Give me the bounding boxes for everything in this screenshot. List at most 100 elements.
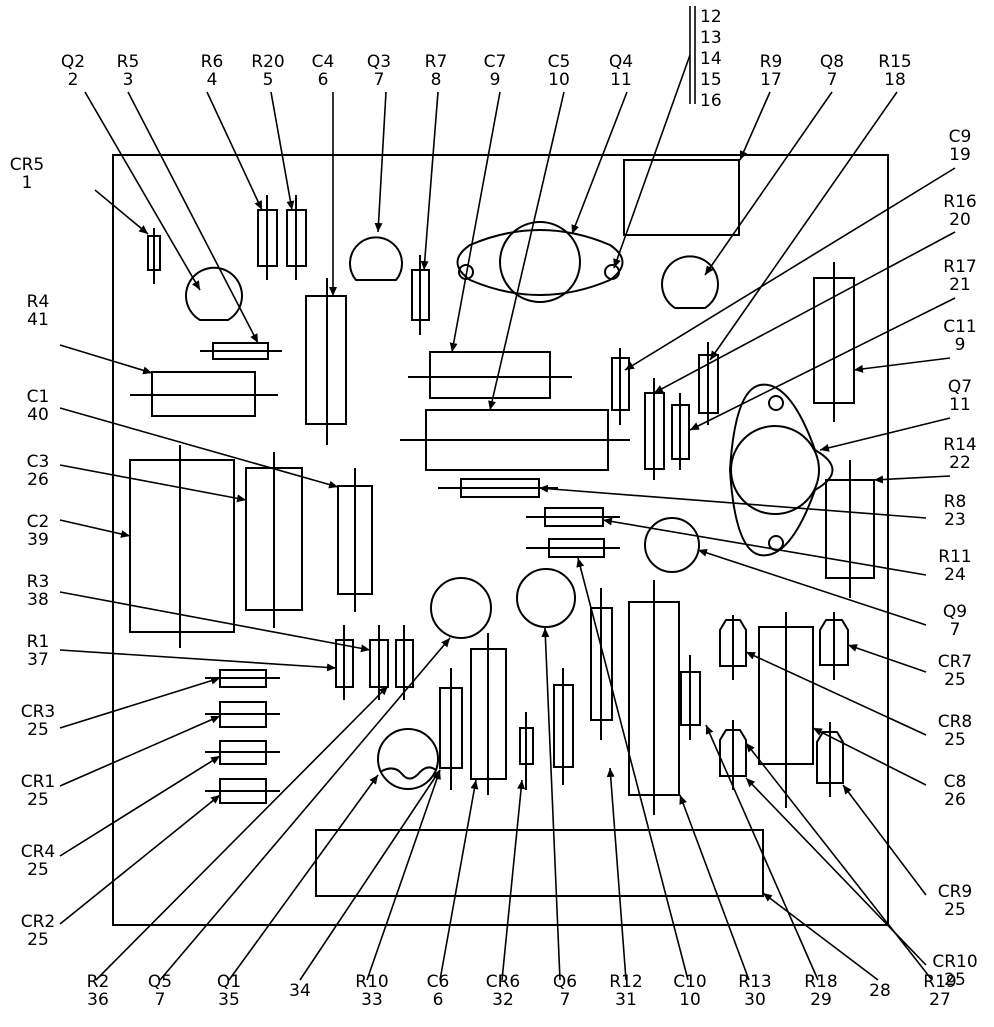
callout-ref-r20: R20: [251, 52, 284, 72]
callout-num-c8: 26: [944, 790, 966, 810]
callout-ref-q9: Q9: [943, 602, 967, 622]
callout-ref-r4: R4: [27, 292, 50, 312]
callout-ref-c2: C2: [27, 512, 50, 532]
q8-transistor: [661, 255, 719, 309]
r4-resistor: [130, 371, 278, 417]
callout-ref-r16: R16: [943, 192, 976, 212]
leader-r18: [705, 724, 819, 981]
leader-hardware-stack: [613, 54, 691, 269]
q1-transistor: [377, 728, 439, 790]
q2-transistor: [185, 266, 243, 321]
leader-q6: [541, 627, 561, 981]
leader-r4: [59, 344, 153, 375]
part-28-bar: [315, 829, 764, 897]
callout-ref-r6: R6: [201, 52, 224, 72]
leader-q8: [704, 91, 833, 276]
leader-q4: [571, 91, 628, 235]
callout-num-c1: 40: [27, 405, 49, 425]
cr6-diode: [519, 712, 534, 790]
r7-resistor: [411, 255, 430, 335]
callout-num-p34: 34: [289, 981, 311, 1001]
callout-ref-cr1: CR1: [21, 772, 56, 792]
r1-resistor: [335, 625, 354, 700]
leader-q1: [228, 774, 379, 981]
r17-resistor: [671, 393, 690, 470]
leader-c3: [59, 464, 247, 503]
callout-ref-r2: R2: [87, 972, 110, 992]
cr2-diode: [205, 778, 280, 804]
callout-num-r6: 4: [207, 70, 218, 90]
leader-r16: [653, 231, 956, 394]
leader-c2: [59, 519, 131, 538]
callout-num-r5: 3: [123, 70, 134, 90]
callout-ref-r12: R12: [609, 972, 642, 992]
leader-q2: [84, 91, 201, 291]
callout-num-c5: 10: [548, 70, 570, 90]
callout-num-c2: 39: [27, 530, 49, 550]
callout-ref-r14: R14: [943, 435, 976, 455]
leader-r14: [873, 475, 951, 484]
callout-num-cr1: 25: [27, 790, 49, 810]
cr4-diode: [205, 740, 280, 765]
r14-resistor: [825, 460, 875, 598]
leader-c5: [488, 91, 565, 411]
callout-num-r15: 18: [884, 70, 906, 90]
leader-r10: [366, 769, 441, 981]
cr5-diode: [147, 228, 161, 284]
resistor-unlabeled: [526, 538, 620, 558]
c5-capacitor: [400, 409, 630, 471]
callout-ref-c8: C8: [944, 772, 967, 792]
r10-resistor: [439, 668, 463, 790]
callout-num-r19: 27: [929, 990, 951, 1010]
callout-num-r8: 23: [944, 510, 966, 530]
callout-ref-cr2: CR2: [21, 912, 56, 932]
leader-r12: [606, 767, 627, 981]
leader-q9: [697, 549, 927, 626]
callout-ref-cr10: CR10: [932, 952, 977, 972]
callout-num-r7: 8: [431, 70, 442, 90]
callout-num-r2: 36: [87, 990, 109, 1010]
stack-item-12: 12: [700, 7, 722, 27]
leader-r11: [602, 517, 927, 576]
callout-ref-cr4: CR4: [21, 842, 56, 862]
leader-c10: [576, 557, 689, 981]
callout-num-cr7: 25: [944, 670, 966, 690]
callout-ref-r3: R3: [27, 572, 50, 592]
cr9-diode: [816, 722, 844, 797]
r20-resistor: [286, 195, 307, 280]
stack-item-16: 16: [700, 91, 722, 111]
leader-r13: [679, 794, 750, 981]
cr1-diode: [205, 701, 280, 728]
callout-num-r18: 29: [810, 990, 832, 1010]
callout-ref-r5: R5: [117, 52, 140, 72]
callout-ref-q1: Q1: [217, 972, 241, 992]
r12-resistor: [553, 668, 574, 785]
callout-ref-cr8: CR8: [938, 712, 973, 732]
r15-resistor: [698, 342, 719, 425]
leader-r15: [709, 91, 898, 361]
stack-item-13: 13: [700, 28, 722, 48]
leader-cr1: [59, 715, 221, 787]
leader-r17: [689, 297, 956, 431]
c6-capacitor: [470, 633, 507, 795]
c3-capacitor: [245, 452, 303, 628]
callout-num-r4: 41: [27, 310, 49, 330]
cr7-diode: [819, 612, 849, 680]
leader-cr4: [59, 755, 221, 857]
callout-num-c7: 9: [490, 70, 501, 90]
c7-capacitor: [408, 351, 572, 399]
callout-num-q5: 7: [155, 990, 166, 1010]
callout-num-r16: 20: [949, 210, 971, 230]
callout-num-q1: 35: [218, 990, 240, 1010]
callout-ref-r7: R7: [425, 52, 448, 72]
hardware-stack: [689, 6, 696, 104]
callout-ref-cr7: CR7: [938, 652, 973, 672]
callout-num-q7: 11: [949, 395, 971, 415]
callout-ref-cr5: CR5: [10, 155, 45, 175]
leader-r8: [538, 484, 927, 519]
callout-num-cr10: 25: [944, 970, 966, 990]
callout-ref-q3: Q3: [367, 52, 391, 72]
r2-resistor: [395, 625, 414, 700]
leader-c11: [853, 357, 951, 373]
callout-num-c10: 10: [679, 990, 701, 1010]
